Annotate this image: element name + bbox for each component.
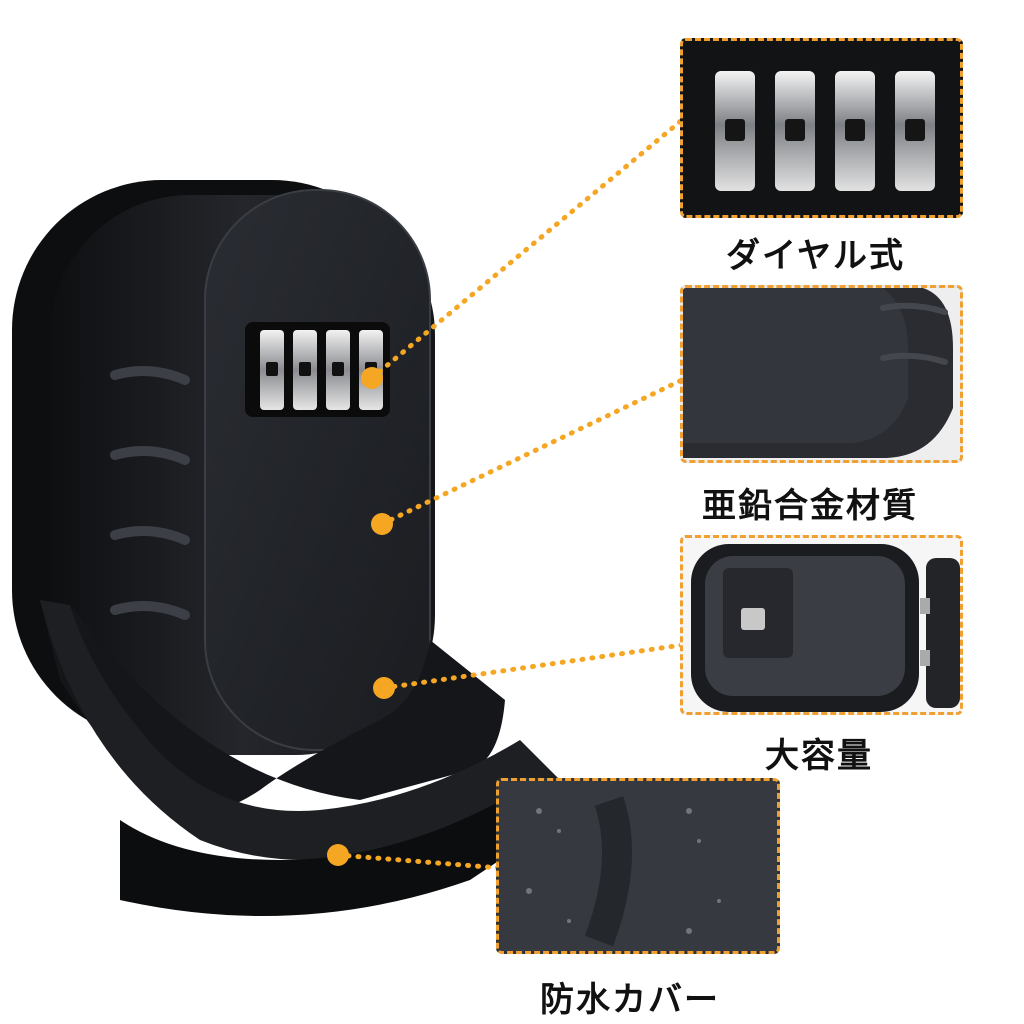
- combination-dial-icon: [683, 41, 960, 215]
- zinc-alloy-surface-icon: [683, 288, 960, 460]
- dial-label: ダイヤル式: [726, 236, 905, 276]
- dial-detail-panel: [680, 38, 963, 218]
- callout-dot-cover: [327, 844, 349, 866]
- material-label: 亜鉛合金材質: [702, 486, 918, 526]
- callout-dot-capacity: [373, 677, 395, 699]
- callout-dot-material: [371, 513, 393, 535]
- open-box-interior-icon: [683, 538, 960, 712]
- rain-cover-icon: [499, 781, 777, 951]
- cover-label: 防水カバー: [540, 980, 720, 1020]
- material-detail-panel: [680, 285, 963, 463]
- capacity-detail-panel: [680, 535, 963, 715]
- cover-detail-panel: [496, 778, 780, 954]
- callout-dot-dial: [361, 367, 383, 389]
- capacity-label: 大容量: [765, 736, 873, 776]
